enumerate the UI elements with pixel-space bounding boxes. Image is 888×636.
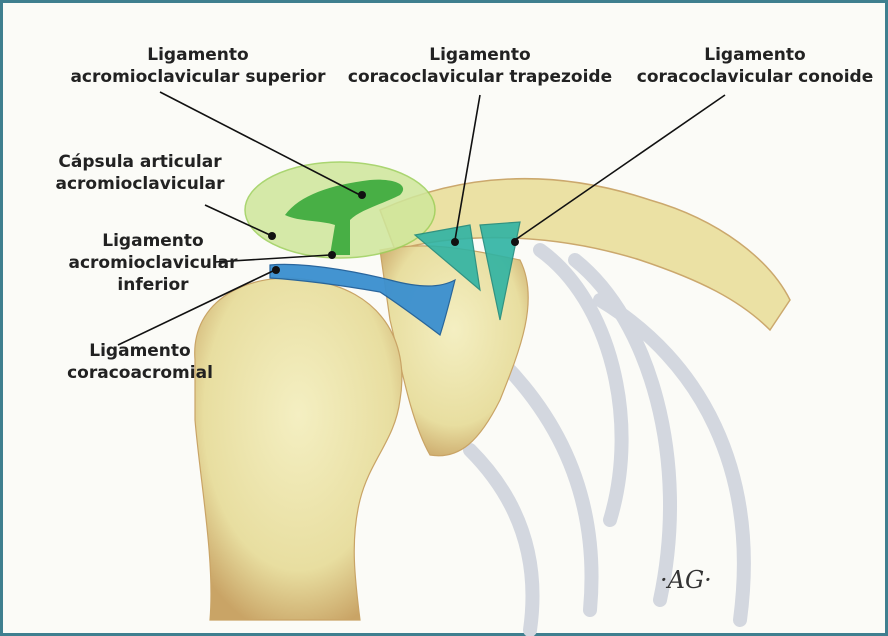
humerus bbox=[195, 278, 402, 620]
label-acromioclavicular-superior: Ligamento acromioclavicular superior bbox=[68, 44, 328, 88]
dot-coracoclavicular-conoide bbox=[511, 238, 519, 246]
dot-coracoclavicular-trapezoide bbox=[451, 238, 459, 246]
label-acromioclavicular-inferior: Ligamento acromioclavicular inferior bbox=[48, 230, 258, 296]
rib-4 bbox=[500, 360, 592, 610]
artist-signature: ·AG· bbox=[660, 566, 712, 594]
dot-acromioclavicular-inferior bbox=[328, 251, 336, 259]
label-coracoacromial: Ligamento coracoacromial bbox=[40, 340, 240, 384]
rib-5 bbox=[470, 450, 533, 630]
label-capsula: Cápsula articular acromioclavicular bbox=[30, 151, 250, 195]
dot-coracoacromial bbox=[272, 266, 280, 274]
label-coracoclavicular-trapezoide: Ligamento coracoclavicular trapezoide bbox=[340, 44, 620, 88]
dot-acromioclavicular-superior bbox=[358, 191, 366, 199]
dot-capsula bbox=[268, 232, 276, 240]
label-coracoclavicular-conoide: Ligamento coracoclavicular conoide bbox=[635, 44, 875, 88]
